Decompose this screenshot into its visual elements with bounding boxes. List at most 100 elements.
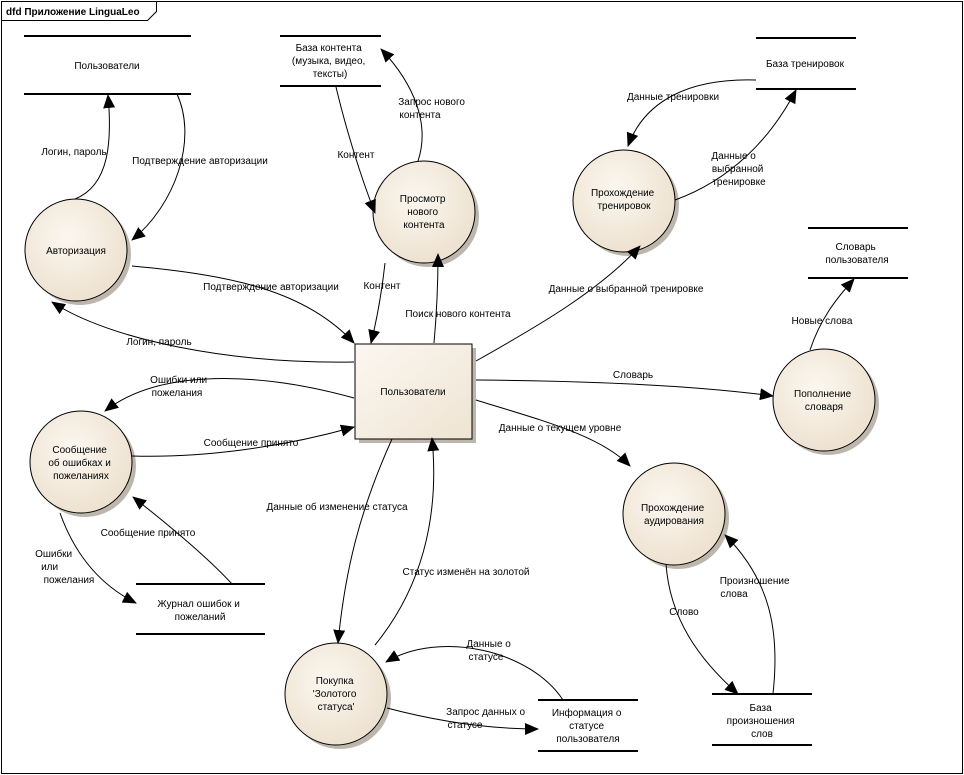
process-view-content-label-line: контента	[403, 220, 445, 231]
flow-selected-training-data-store-label-line: выбранной	[712, 163, 764, 175]
flow-content-from-store-label: Контент	[337, 150, 374, 161]
flow-login-password-store-label: Логин, пароль	[41, 147, 106, 158]
process-vocab-label: Пополнение словаря	[794, 389, 854, 413]
flow-login-password-store-label-line: Логин, пароль	[41, 147, 106, 158]
process-training: Прохождение тренировок	[572, 149, 679, 256]
process-view-content-label-line: нового	[407, 207, 438, 218]
flow-new-words: Новые слова	[792, 278, 855, 351]
store-trainings-label: База тренировок	[766, 59, 845, 70]
store-error-log-label: Журнал ошибок и пожеланий	[157, 598, 242, 623]
store-content-label-line: (музыка, видео,	[292, 56, 365, 67]
flow-login-password-store: Логин, пароль	[41, 94, 116, 200]
flow-status-data-label-line: статусе	[469, 652, 504, 663]
process-view-content-label: Просмотр нового контента	[400, 194, 448, 231]
flow-errors-wishes-log-label-line: пожелания	[44, 575, 95, 586]
flow-content-from-store-label-line: Контент	[337, 150, 374, 161]
flow-errors-wishes-log-label: Ошибки или пожелания	[35, 548, 94, 586]
process-training-label-line: тренировок	[597, 201, 651, 212]
flow-selected-training-data-store-label: Данные о выбранной тренировке	[711, 151, 766, 188]
store-status-info-label-line: статусе	[569, 721, 604, 732]
process-listening-label-line: аудирования	[644, 516, 704, 527]
store-content: База контента (музыка, видео, тексты)	[280, 35, 381, 87]
process-gold-label: Покупка 'Золотого статуса'	[313, 676, 359, 713]
process-auth-label-line: Авторизация	[46, 246, 106, 257]
store-dictionary-label-line: пользователя	[825, 255, 888, 266]
flow-current-level-label-line: Данные о текущем уровне	[499, 423, 622, 434]
store-pronunciation-label-line: слов	[751, 729, 773, 740]
flow-new-words-label-line: Новые слова	[792, 316, 853, 327]
flow-status-data-label-line: Данные о	[466, 639, 511, 650]
process-errors-label: Сообщение об ошибках и пожеланиях	[48, 444, 113, 482]
flow-word-label: Слово	[669, 607, 699, 618]
store-dictionary-label-line: Словарь	[835, 242, 875, 253]
flow-errors-wishes-user-label: Ошибки или пожелания	[150, 374, 210, 399]
flow-login-password-user-label-line: Логин, пароль	[126, 337, 191, 348]
store-status-info-label: Информация о статусе пользователя	[552, 707, 624, 745]
flow-content-from-store: Контент	[335, 86, 376, 214]
flow-status-change-data-label: Данные об изменение статуса	[266, 501, 408, 513]
flow-search-new-content-label: Поиск нового контента	[405, 309, 511, 320]
flow-selected-training-data-user-label: Данные о выбранной тренировке	[549, 283, 704, 295]
store-content-label-line: тексты)	[313, 69, 348, 80]
process-listening: Прохождение аудирования	[622, 462, 729, 569]
flow-errors-wishes-log-label-line: или	[41, 562, 58, 573]
flow-dictionary-label: Словарь	[613, 370, 653, 381]
diagram-title: dfd Приложение LinguaLeo	[6, 7, 140, 18]
process-gold-label-line: Покупка	[316, 676, 354, 687]
flow-message-accepted-log: Сообщение принято	[101, 496, 233, 585]
flow-training-data-label-line: Данные тренировки	[627, 92, 719, 103]
flow-training-data: Данные тренировки	[626, 79, 757, 147]
flow-new-content-request: Запрос нового контента	[380, 48, 468, 162]
flow-errors-wishes-user-label-line: пожелания	[152, 388, 203, 399]
store-users-label: Пользователи	[74, 61, 139, 72]
flow-content-to-user-label: Контент	[363, 281, 400, 292]
store-users-label-line: Пользователи	[74, 61, 139, 72]
flow-status-data-label: Данные о статусе	[466, 639, 513, 663]
title-tab	[1, 1, 157, 21]
flow-errors-wishes-log-label-line: Ошибки	[35, 548, 72, 560]
flow-selected-training-data-store: Данные о выбранной тренировке	[674, 89, 797, 201]
process-gold-label-line: 'Золотого	[313, 689, 357, 700]
store-content-label-line: База контента	[296, 43, 363, 54]
flow-new-content-request-label: Запрос нового контента	[398, 97, 468, 121]
process-errors-label-line: пожеланиях	[53, 471, 109, 482]
flow-message-accepted-user-label: Сообщение принято	[204, 437, 299, 449]
process-listening-label-line: Прохождение	[641, 503, 705, 514]
process-errors-label-line: об ошибках и	[48, 457, 111, 469]
flow-status-data-request: Запрос данных о статусе	[386, 707, 539, 735]
store-status-info-label-line: пользователя	[556, 734, 619, 745]
flow-word-pronunciation-label-line: Произношение	[720, 576, 790, 587]
flow-new-content-request-label-line: Запрос нового	[398, 97, 465, 108]
flow-selected-training-data-store-label-line: тренировке	[712, 177, 766, 188]
flow-word-pronunciation: Произношение слова	[720, 534, 793, 695]
flow-current-level-label: Данные о текущем уровне	[499, 423, 622, 434]
process-vocab: Пополнение словаря	[772, 348, 879, 455]
process-vocab-label-line: словаря	[805, 402, 843, 413]
flow-auth-confirm-store-label: Подтверждение авторизации	[132, 156, 268, 167]
flow-auth-confirm-store: Подтверждение авторизации	[131, 93, 268, 241]
flow-message-accepted-user-label-line: Сообщение принято	[204, 437, 299, 449]
flow-errors-wishes-log: Ошибки или пожелания	[35, 512, 137, 604]
flow-auth-confirm-user-label: Подтверждение авторизации	[203, 282, 339, 293]
flow-word-pronunciation-label: Произношение слова	[720, 576, 793, 600]
flow-status-data-request-label: Запрос данных о статусе	[446, 707, 528, 731]
store-dictionary-label: Словарь пользователя	[825, 242, 888, 266]
store-status-info-label-line: Информация о	[552, 707, 622, 719]
process-errors: Сообщение об ошибках и пожеланиях	[29, 410, 136, 517]
flow-content-to-user: Контент	[363, 262, 401, 344]
process-auth-label: Авторизация	[46, 246, 106, 257]
flow-word-label-line: Слово	[669, 607, 699, 618]
flow-errors-wishes-user-label-line: Ошибки или	[150, 374, 207, 386]
flow-status-gold-label: Статус изменён на золотой	[403, 567, 530, 578]
flow-message-accepted-log-label-line: Сообщение принято	[101, 527, 196, 539]
store-pronunciation-label-line: произношения	[727, 716, 795, 727]
store-content-label: База контента (музыка, видео, тексты)	[292, 43, 368, 80]
flow-status-data-request-label-line: статусе	[448, 720, 483, 731]
process-training-label: Прохождение тренировок	[591, 188, 657, 212]
store-trainings-label-line: База тренировок	[766, 59, 845, 70]
store-error-log: Журнал ошибок и пожеланий	[136, 583, 265, 635]
flow-training-data-label: Данные тренировки	[627, 92, 719, 103]
flow-message-accepted-user: Сообщение принято	[131, 424, 355, 457]
